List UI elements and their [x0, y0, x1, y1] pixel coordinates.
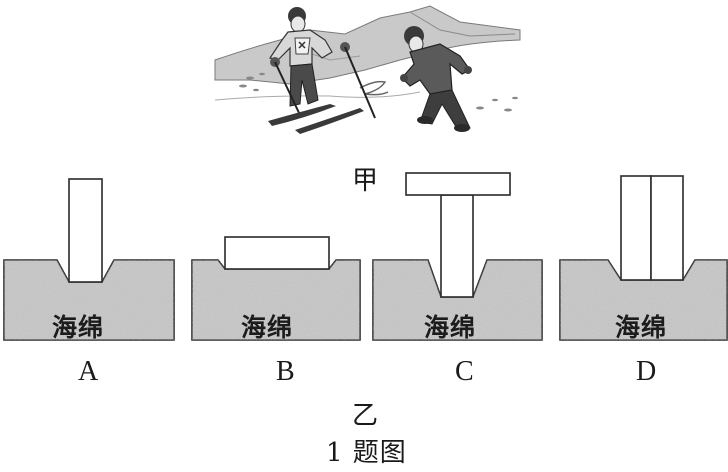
option-label-b: B: [276, 356, 295, 387]
option-label-a: A: [78, 356, 99, 387]
block-d-right: [650, 175, 684, 281]
panel-d: [559, 175, 728, 341]
block-c-stem: [440, 194, 474, 298]
ski-scene-illustration: [214, 5, 521, 134]
block-a-upright: [68, 178, 103, 283]
sponge-label-c: 海绵: [424, 313, 477, 342]
option-label-c: C: [455, 356, 474, 387]
block-c-top-plate: [405, 172, 511, 196]
block-d-left: [620, 175, 652, 281]
sponge-label-a: 海绵: [52, 313, 105, 342]
panel-c: [372, 172, 543, 341]
figure-caption: 1 题图: [326, 438, 407, 468]
option-label-d: D: [636, 356, 657, 387]
sponge-label-d: 海绵: [615, 313, 668, 342]
skier-figure: [268, 7, 376, 134]
panel-a: [3, 178, 175, 341]
walker-figure: [400, 26, 472, 132]
block-b-flat: [224, 236, 330, 270]
panel-b: [191, 236, 361, 341]
diagram-caption: 乙: [352, 401, 379, 431]
sponge-label-b: 海绵: [241, 313, 294, 342]
illustration-caption: 甲: [352, 166, 379, 196]
mountain-range: [214, 5, 521, 85]
